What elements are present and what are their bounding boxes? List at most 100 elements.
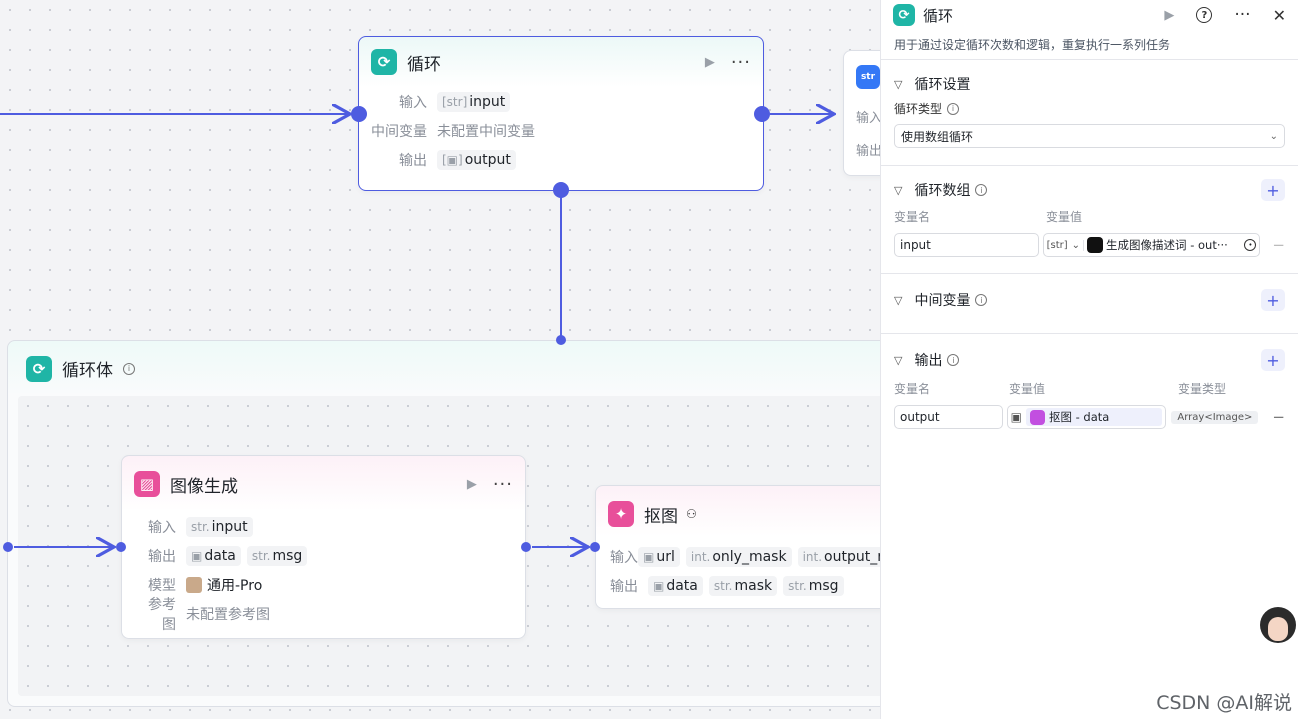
loop-input-port[interactable] — [351, 106, 367, 122]
input-url-tag: ▣url — [638, 546, 680, 567]
mid-var-label: 中间变量 — [371, 123, 427, 140]
source-node-icon — [1087, 237, 1104, 253]
body-start-port — [3, 542, 13, 552]
loop-icon: ⟳ — [893, 4, 915, 26]
output-section: ▽ 输出 i + 变量名 变量值 变量类型 output ▣ 抠图 - data… — [881, 334, 1298, 429]
array-var-value-ref[interactable]: [str]⌄ 生成图像描述词 - out··· • — [1042, 233, 1261, 257]
loop-body-port[interactable] — [553, 182, 569, 198]
loop-node[interactable]: ⟳ 循环 ▶ ··· 输入 [str]input 中间变量 未配置中间变量 输出… — [358, 36, 764, 191]
col-var-name: 变量名 — [894, 382, 931, 396]
chevron-down-icon: ⌄ — [1269, 130, 1278, 142]
intermediate-title[interactable]: 中间变量 — [914, 293, 971, 309]
ref-image-value: 未配置参考图 — [186, 606, 270, 623]
loop-output-port[interactable] — [754, 106, 770, 122]
chevron-down-icon[interactable]: ▽ — [894, 293, 903, 307]
next-output-label: 输出 — [856, 144, 883, 159]
loop-settings-section: ▽ 循环设置 循环类型 i 使用数组循环 ⌄ — [881, 60, 1298, 166]
image-gen-output-port[interactable] — [521, 542, 531, 552]
info-icon[interactable]: i — [975, 184, 988, 196]
more-icon[interactable]: ··· — [492, 473, 513, 495]
col-var-name: 变量名 — [894, 210, 931, 224]
run-icon[interactable]: ▶ — [704, 54, 715, 70]
output-data-tag: ▣data — [186, 545, 241, 566]
output-var-value-ref[interactable]: ▣ 抠图 - data — [1006, 405, 1167, 429]
loop-icon: ⟳ — [371, 49, 397, 75]
image-icon: ▣ — [643, 549, 655, 564]
more-icon[interactable]: ··· — [1234, 5, 1251, 25]
image-gen-input-port[interactable] — [116, 542, 126, 552]
next-input-label: 输入 — [856, 111, 883, 126]
output-msg-tag: str.msg — [246, 545, 308, 566]
output-tag: [▣]output — [437, 149, 516, 170]
type-selector[interactable]: [str]⌄ — [1047, 239, 1085, 251]
clear-ref-icon[interactable]: • — [1244, 239, 1257, 251]
matting-node-icon — [1029, 409, 1045, 425]
chevron-down-icon[interactable]: ▽ — [894, 77, 903, 91]
close-icon[interactable]: ✕ — [1272, 5, 1286, 25]
run-icon[interactable]: ▶ — [1164, 7, 1175, 23]
info-icon[interactable]: i — [975, 294, 988, 306]
add-output-var-button[interactable]: + — [1261, 349, 1285, 371]
run-icon[interactable]: ▶ — [466, 476, 477, 492]
input-label: 输入 — [610, 549, 638, 566]
help-icon[interactable]: ? — [1196, 7, 1213, 23]
loop-array-title[interactable]: 循环数组 — [914, 183, 971, 199]
property-panel: ⟳ 循环 ▶ ? ··· ✕ 用于通过设定循环次数和逻辑，重复执行一系列任务 ▽… — [880, 0, 1298, 719]
model-value: 通用-Pro — [207, 577, 263, 594]
loop-node-title: 循环 — [407, 54, 441, 75]
watermark: CSDN @AI解说 — [1156, 692, 1292, 714]
image-gen-node[interactable]: ▨ 图像生成 ▶ ··· 输入 str.input 输出 ▣data str.m… — [121, 455, 526, 639]
matting-node[interactable]: ✦ 抠图 ⚇ 输入 ▣url int.only_mask int.output_… — [595, 485, 895, 609]
loop-body-anchor — [556, 335, 566, 345]
image-icon: ▣ — [191, 548, 203, 563]
model-label: 模型 — [148, 577, 176, 594]
more-icon[interactable]: ··· — [730, 51, 751, 73]
col-var-value: 变量值 — [1046, 210, 1083, 224]
loop-type-label: 循环类型 — [894, 102, 943, 116]
output-msg-tag: str.msg — [783, 575, 844, 596]
output-title[interactable]: 输出 — [914, 353, 943, 369]
add-intermediate-var-button[interactable]: + — [1261, 289, 1285, 311]
input-label: 输入 — [148, 519, 176, 536]
image-gen-title: 图像生成 — [170, 476, 238, 497]
mid-var-value: 未配置中间变量 — [437, 123, 535, 140]
loop-settings-title[interactable]: 循环设置 — [914, 77, 971, 93]
image-icon: ▣ — [1010, 410, 1022, 424]
col-var-type: 变量类型 — [1178, 382, 1227, 396]
chevron-down-icon[interactable]: ▽ — [894, 183, 903, 197]
model-avatar — [186, 576, 202, 593]
loop-body-icon: ⟳ — [26, 355, 52, 382]
array-var-name-input[interactable]: input — [894, 233, 1039, 257]
loop-type-select[interactable]: 使用数组循环 ⌄ — [894, 124, 1285, 148]
image-gen-icon: ▨ — [134, 471, 160, 497]
output-data-tag: ▣data — [648, 575, 703, 596]
remove-array-var-button[interactable]: − — [1272, 236, 1285, 254]
panel-title: 循环 — [923, 6, 954, 25]
remove-output-var-button[interactable]: − — [1272, 408, 1285, 426]
col-var-value: 变量值 — [1009, 382, 1046, 396]
matting-icon: ✦ — [608, 501, 634, 527]
assistant-avatar[interactable] — [1260, 607, 1296, 643]
matting-title: 抠图 — [644, 506, 678, 527]
output-label: 输出 — [148, 548, 176, 565]
input-tag: str.input — [186, 516, 253, 537]
add-array-var-button[interactable]: + — [1261, 179, 1285, 201]
input-output-r-tag: int.output_r — [797, 546, 888, 567]
output-type-chip: Array<Image> — [1171, 410, 1259, 424]
info-icon[interactable]: i — [947, 102, 960, 115]
output-mask-tag: str.mask — [708, 575, 778, 596]
matting-input-port[interactable] — [590, 542, 600, 552]
output-label: 输出 — [610, 578, 638, 595]
loop-body-title: 循环体 — [62, 361, 113, 381]
loop-array-section: ▽ 循环数组 i + 变量名 变量值 input [str]⌄ 生成图像描述词 … — [881, 166, 1298, 274]
intermediate-var-section: ▽ 中间变量 i + — [881, 274, 1298, 334]
image-icon: ▣ — [653, 578, 665, 593]
info-icon[interactable]: i — [123, 362, 135, 375]
ref-image-label: 参考图 — [148, 596, 176, 633]
input-tag: [str]input — [437, 91, 511, 112]
output-var-name-input[interactable]: output — [894, 405, 1003, 429]
chevron-down-icon[interactable]: ▽ — [894, 353, 903, 367]
str-node-icon: str — [856, 65, 880, 89]
info-icon[interactable]: i — [947, 354, 960, 366]
